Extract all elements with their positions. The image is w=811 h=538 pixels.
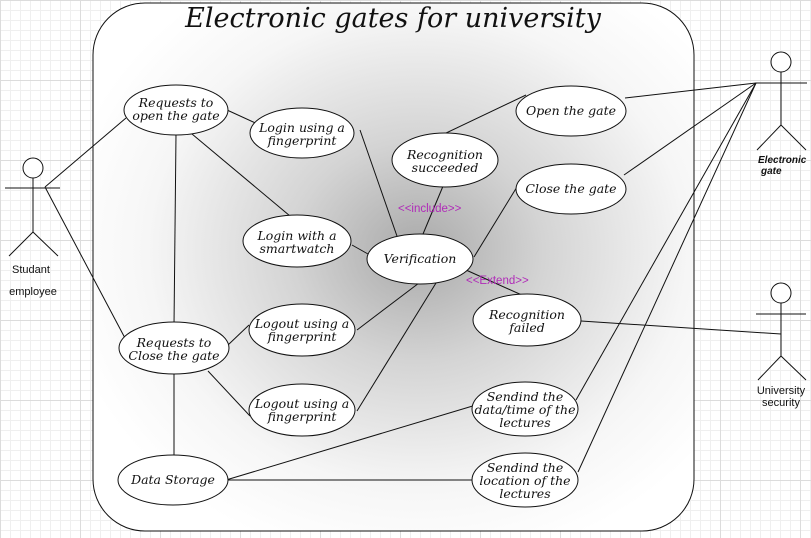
use-case-data-storage[interactable]: Data Storage	[117, 454, 229, 506]
use-case-label: fingerprint	[267, 329, 338, 344]
actor-student-label-2: employee	[9, 286, 57, 298]
use-case-label: lectures	[499, 415, 550, 430]
actor-security-label: University	[757, 385, 806, 397]
svg-text:Verification: Verification	[384, 251, 457, 266]
use-case-label: Requests to	[138, 95, 214, 110]
use-case-label: succeeded	[412, 160, 479, 175]
extend-stereotype: <<Extend>>	[466, 275, 529, 287]
use-case-label: Sendind the	[487, 389, 564, 404]
use-case-label: location of the	[479, 473, 570, 488]
actor-gate-label: Electronic	[758, 155, 807, 166]
use-case-label: fingerprint	[267, 133, 338, 148]
svg-text:Close the gate: Close the gate	[525, 181, 616, 196]
actor-student-employee[interactable]: Studant employee	[5, 157, 60, 298]
use-case-label: Verification	[384, 251, 457, 266]
use-case-verification[interactable]: Verification	[366, 233, 474, 285]
actor-student-label: Studant	[12, 264, 50, 276]
use-case-label: open the gate	[132, 108, 219, 123]
svg-text:Data Storage: Data Storage	[130, 472, 215, 487]
use-case-close-gate[interactable]: Close the gate	[515, 163, 627, 215]
svg-text:Open the gate: Open the gate	[526, 103, 616, 118]
use-case-label: Data Storage	[130, 472, 215, 487]
use-case-label: Login using a	[258, 120, 345, 135]
use-case-label: data/time of the	[475, 402, 576, 417]
use-case-label: Logout using a	[254, 396, 349, 411]
use-case-label: Close the gate	[128, 348, 219, 363]
use-case-label: failed	[508, 320, 544, 335]
use-case-label: lectures	[499, 486, 550, 501]
use-case-label: Recognition	[488, 307, 565, 322]
use-case-label: Requests to	[136, 335, 212, 350]
use-case-label: Sendind the	[487, 460, 564, 475]
use-case-label: Logout using a	[254, 316, 349, 331]
use-case-label: Login with a	[256, 228, 336, 243]
actor-gate-label-2: gate	[760, 166, 782, 177]
include-stereotype: <<include>>	[398, 203, 462, 215]
actor-security-label-2: security	[762, 397, 800, 409]
use-case-label: Close the gate	[525, 181, 616, 196]
actor-university-security[interactable]: University security	[756, 282, 807, 409]
use-case-label: smartwatch	[260, 241, 335, 256]
use-case-label: Recognition	[406, 147, 483, 162]
actor-electronic-gate[interactable]: Electronic gate	[756, 51, 807, 177]
use-case-label: fingerprint	[267, 409, 338, 424]
use-case-open-gate[interactable]: Open the gate	[515, 85, 627, 137]
diagram-title: Electronic gates for university	[184, 3, 601, 34]
associations	[44, 82, 782, 481]
use-case-label: Open the gate	[526, 103, 616, 118]
